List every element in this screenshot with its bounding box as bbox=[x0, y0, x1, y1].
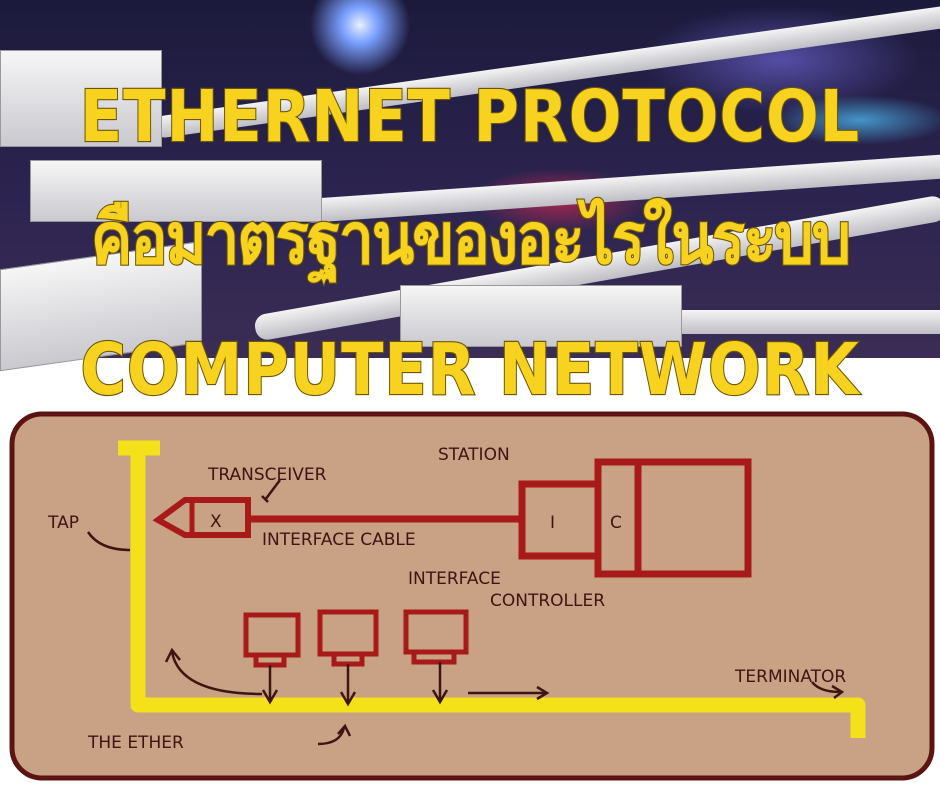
label-x: X bbox=[210, 512, 222, 532]
label-terminator: TERMINATOR bbox=[734, 667, 846, 687]
label-tap: TAP bbox=[47, 513, 79, 533]
station-box bbox=[594, 458, 752, 578]
diagram-frame bbox=[9, 411, 935, 781]
right-arrow-icon bbox=[468, 685, 550, 701]
terminator-pointer-icon bbox=[811, 681, 845, 699]
label-interface-cable: INTERFACE CABLE bbox=[262, 530, 416, 550]
rj45-plug bbox=[30, 160, 322, 222]
label-station: STATION bbox=[438, 445, 510, 465]
transceiver-pointer-icon bbox=[261, 479, 281, 503]
ethernet-diagram: STATION TRANSCEIVER TAP X INTERFACE CABL… bbox=[9, 411, 935, 781]
left-up-arrow-icon bbox=[164, 647, 263, 696]
title-line-1: ETHERNET PROTOCOL bbox=[79, 73, 861, 159]
ether-cable bbox=[118, 440, 866, 738]
label-c: C bbox=[610, 513, 622, 533]
down-arrow-icon bbox=[261, 665, 279, 705]
label-i: I bbox=[550, 513, 555, 533]
rj45-plug bbox=[400, 285, 682, 347]
label-the-ether: THE ETHER bbox=[87, 733, 184, 753]
ether-pointer-icon bbox=[317, 723, 352, 746]
label-transceiver: TRANSCEIVER bbox=[207, 465, 327, 485]
title-line-2: คือมาตรฐานของอะไรในระบบ bbox=[90, 195, 852, 281]
label-interface: INTERFACE bbox=[408, 569, 501, 589]
rj45-plug bbox=[0, 50, 162, 147]
tap-pointer-icon bbox=[86, 531, 131, 552]
small-station-3-base bbox=[411, 649, 457, 665]
down-arrow-icon bbox=[431, 662, 449, 705]
down-arrow-icon bbox=[339, 664, 357, 707]
title-line-3: COMPUTER NETWORK bbox=[79, 326, 860, 412]
label-controller: CONTROLLER bbox=[490, 591, 605, 611]
ethernet-cables-photo bbox=[0, 0, 940, 372]
